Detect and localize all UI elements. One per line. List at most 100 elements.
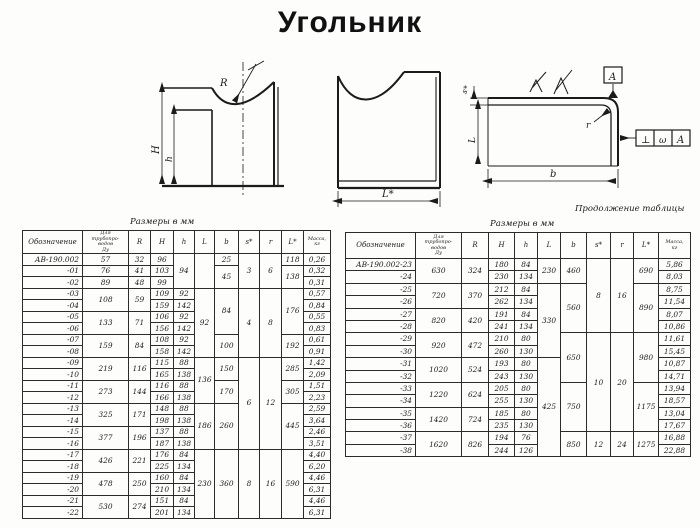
table-cell: -35: [345, 406, 416, 421]
table-cell: 59: [128, 287, 151, 312]
column-header: h: [514, 232, 538, 259]
table-cell: 106: [150, 310, 174, 323]
table-cell: -09: [22, 356, 83, 369]
table-cell: 6,31: [303, 506, 331, 519]
table-cell: 370: [461, 282, 489, 309]
column-header: r: [259, 230, 282, 254]
table-cell: -18: [22, 460, 83, 473]
table-cell: 0,26: [303, 253, 331, 266]
table-cell: 76: [82, 264, 129, 277]
table-cell: -03: [22, 287, 83, 300]
table-cell: 324: [461, 258, 489, 284]
table-cell: 108: [82, 287, 129, 312]
table-cell: 89: [82, 276, 129, 289]
column-header: b: [214, 230, 239, 254]
table-cell: 170: [214, 379, 239, 404]
table-cell: АВ-190.002: [22, 253, 83, 266]
table-cell: 159: [150, 299, 174, 312]
table-cell: 80: [514, 406, 538, 421]
table-cell: 524: [461, 357, 489, 383]
table-cell: 260: [214, 402, 239, 450]
table-cell: 134: [173, 460, 195, 473]
table-cell: 176: [150, 448, 174, 461]
table-cell: 88: [173, 356, 195, 369]
table-cell: 165: [150, 368, 174, 381]
table-cell: 100: [214, 333, 239, 358]
table-cell: 445: [281, 402, 304, 450]
table-cell: 1275: [633, 431, 659, 458]
column-header: Обозначение: [22, 230, 83, 254]
table-cell: 176: [281, 287, 304, 335]
table-cell: 330: [537, 282, 561, 359]
table-cell: 41: [128, 264, 151, 277]
table-cell: 84: [214, 287, 239, 335]
column-header: Для трубопро- водов Ду: [82, 230, 129, 254]
column-header: Обозначение: [345, 232, 416, 259]
table-cell: 109: [150, 287, 174, 300]
dim-label-h: h: [165, 156, 175, 162]
table-cell: 8,07: [658, 307, 691, 321]
table-cell: 820: [415, 307, 462, 334]
table-cell: 210: [488, 332, 515, 346]
continuation-label: Продолжение таблицы: [575, 204, 685, 214]
table-cell: 230: [194, 448, 215, 519]
table-cell: 377: [82, 425, 129, 450]
table-cell: -16: [22, 437, 83, 450]
table-cell: -26: [345, 295, 416, 309]
table-cell: 1220: [415, 381, 462, 408]
table-cell: 420: [461, 307, 489, 334]
table-cell: 3,51: [303, 437, 331, 450]
table-cell: -01: [22, 264, 83, 277]
table-cell: 116: [128, 356, 151, 381]
table-cell: 166: [150, 391, 174, 404]
table-cell: 192: [281, 333, 304, 358]
table-cell: 10: [586, 332, 611, 433]
left-table-caption: Размеры в мм: [130, 217, 195, 227]
table-cell: 630: [415, 258, 462, 284]
table-cell: 16,88: [658, 431, 691, 445]
table-cell: -31: [345, 357, 416, 371]
table-cell: 84: [173, 471, 195, 484]
table-cell: 260: [488, 344, 515, 359]
table-cell: -19: [22, 471, 83, 484]
column-header: L: [194, 230, 215, 254]
table-cell: -38: [345, 443, 416, 458]
column-header: L*: [281, 230, 304, 254]
table-cell: 1,51: [303, 379, 331, 392]
table-cell: 138: [173, 414, 195, 427]
table-cell: 142: [173, 299, 195, 312]
table-cell: 360: [214, 448, 239, 519]
table-cell: 5,86: [658, 257, 691, 272]
table-cell: 0,91: [303, 345, 331, 358]
table-cell: 92: [173, 333, 195, 346]
table-cell: 750: [560, 381, 587, 433]
table-cell: 32: [128, 253, 151, 266]
table-cell: 6: [238, 356, 260, 450]
table-cell: 980: [633, 332, 659, 383]
table-cell: 2,59: [303, 402, 331, 415]
table-cell: 10,87: [658, 357, 691, 371]
table-cell: 116: [150, 379, 174, 392]
table-cell: 185: [488, 406, 515, 421]
table-cell: -04: [22, 299, 83, 312]
table-cell: 180: [488, 257, 515, 272]
table-cell: 530: [82, 494, 129, 519]
table-cell: 212: [488, 282, 515, 297]
table-cell: -10: [22, 368, 83, 381]
table-cell: 230: [488, 270, 515, 284]
table-cell: 156: [150, 322, 174, 335]
table-cell: 171: [128, 402, 151, 427]
table-cell: 13,04: [658, 406, 691, 421]
